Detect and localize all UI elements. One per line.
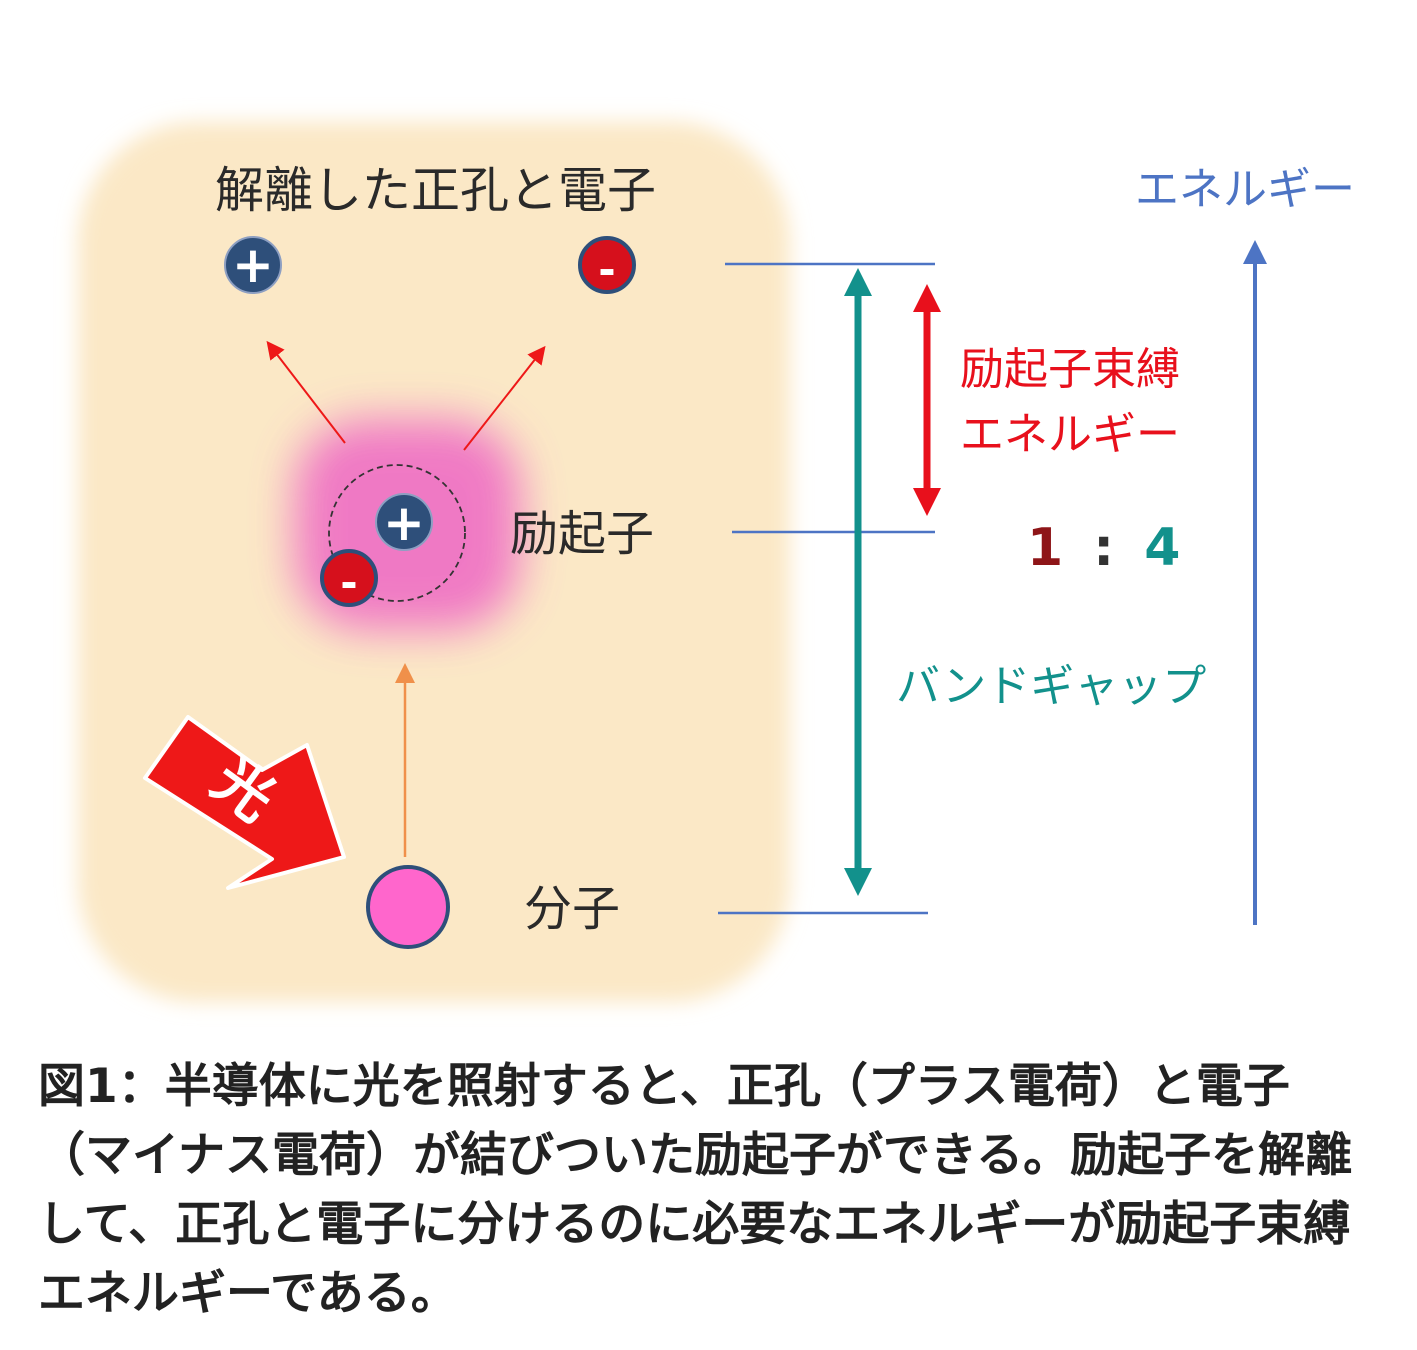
binding-label-line2: エネルギー [960,413,1180,457]
energy-axis-label: エネルギー [1135,168,1355,212]
ratio-gap-value: 4 [1144,518,1180,578]
binding-label-line1: 励起子束縛 [960,348,1180,392]
free-hole: + [225,236,281,294]
molecule-label: 分子 [524,885,620,933]
bound-electron: - [322,551,376,607]
free-electron-sign: - [598,245,615,294]
ratio: 1 : 4 [1027,522,1180,574]
free-hole-sign: + [232,236,274,294]
bound-hole-sign: + [383,494,425,552]
ratio-separator: : [1093,518,1114,578]
figure-caption: 図1：半導体に光を照射すると、正孔（プラス電荷）と電子（マイナス電荷）が結びつい… [38,1052,1383,1328]
free-electron: - [580,238,634,294]
bound-electron-sign: - [340,558,357,607]
exciton-label: 励起子 [510,510,654,558]
bound-hole: + [376,494,432,552]
diagram-canvas: + - + - 光 [0,0,1417,1030]
molecule [368,867,448,947]
exciton-diagram: + - + - 光 解離した正孔と電子 [0,0,1417,1030]
ratio-binding-value: 1 [1027,518,1063,578]
band-gap-label: バンドギャップ [896,665,1206,709]
dissociated-label: 解離した正孔と電子 [215,166,656,215]
